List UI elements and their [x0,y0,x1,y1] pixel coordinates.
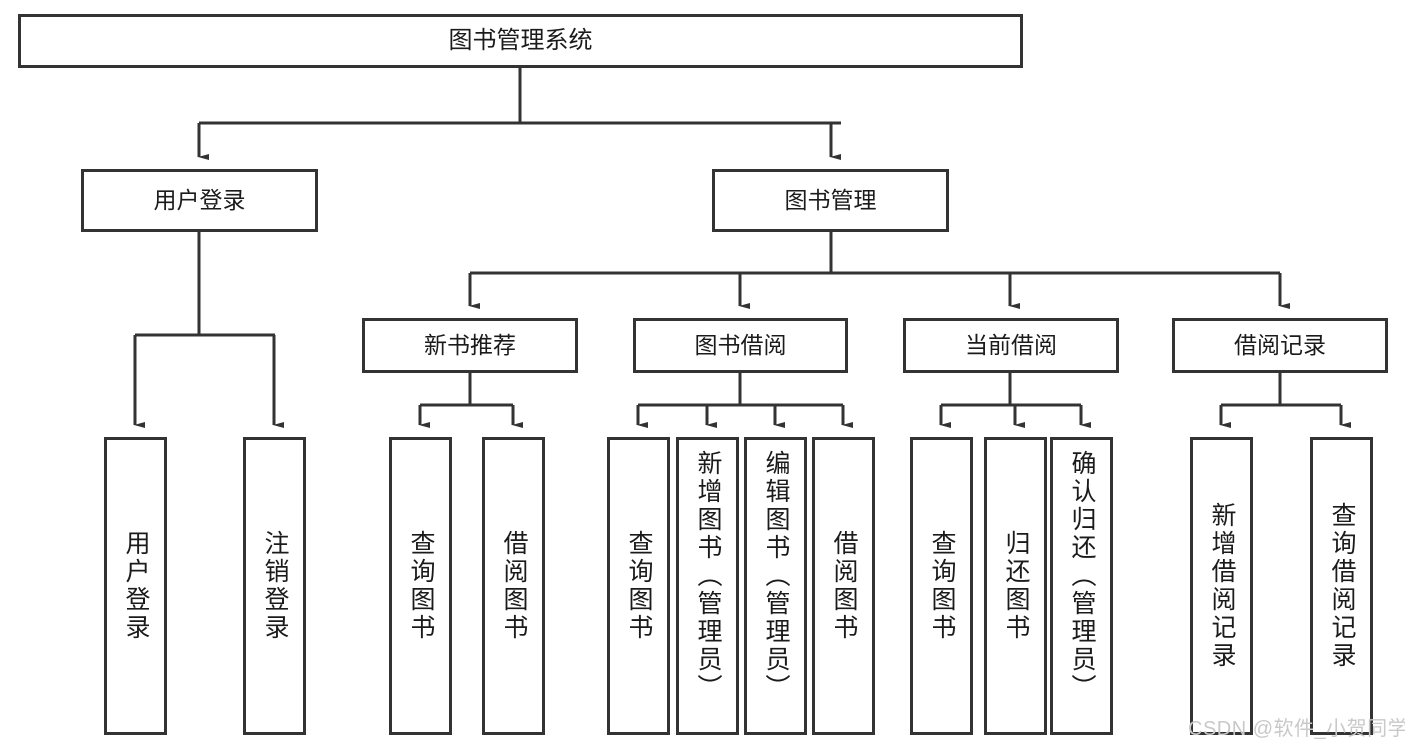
leaf-add-book-label: 新增图书（管理员） [694,450,722,702]
leaf-confirm-return[interactable]: 确认归还（管理员） [1050,437,1113,735]
leaf-user-logout-label: 注销登录 [261,530,289,642]
leaf-add-book[interactable]: 新增图书（管理员） [676,437,739,735]
leaf-add-record[interactable]: 新增借阅记录 [1190,437,1253,735]
leaf-query-record-label: 查询借阅记录 [1328,502,1356,670]
leaf-borrow-book-2[interactable]: 借阅图书 [812,437,875,735]
node-book-borrow[interactable]: 图书借阅 [633,318,848,373]
node-new-book-rec-label: 新书推荐 [424,331,516,358]
leaf-borrow-book-2-label: 借阅图书 [830,530,858,642]
leaf-query-book-1-label: 查询图书 [407,530,435,642]
leaf-borrow-book-1[interactable]: 借阅图书 [482,437,545,735]
node-root-label: 图书管理系统 [448,26,593,54]
leaf-query-record[interactable]: 查询借阅记录 [1310,437,1373,735]
leaf-return-book-label: 归还图书 [1002,530,1030,642]
node-current-borrow[interactable]: 当前借阅 [903,318,1119,373]
leaf-return-book[interactable]: 归还图书 [984,437,1047,735]
node-root[interactable]: 图书管理系统 [18,14,1023,68]
node-book-borrow-label: 图书借阅 [694,331,787,358]
leaf-query-book-3-label: 查询图书 [928,530,956,642]
node-borrow-record-label: 借阅记录 [1234,331,1326,358]
leaf-confirm-return-label: 确认归还（管理员） [1068,450,1096,702]
node-book-manage[interactable]: 图书管理 [712,169,949,232]
leaf-add-record-label: 新增借阅记录 [1208,502,1236,670]
leaf-user-login-label: 用户登录 [122,530,150,642]
leaf-query-book-2[interactable]: 查询图书 [607,437,670,735]
node-new-book-rec[interactable]: 新书推荐 [362,318,578,373]
leaf-user-logout[interactable]: 注销登录 [243,437,306,735]
leaf-edit-book[interactable]: 编辑图书（管理员） [744,437,807,735]
node-borrow-record[interactable]: 借阅记录 [1172,318,1388,373]
leaf-query-book-1[interactable]: 查询图书 [389,437,452,735]
node-current-borrow-label: 当前借阅 [965,331,1057,358]
node-user-login-label: 用户登录 [153,186,246,213]
leaf-user-login[interactable]: 用户登录 [104,437,167,735]
leaf-query-book-2-label: 查询图书 [625,530,653,642]
leaf-query-book-3[interactable]: 查询图书 [910,437,973,735]
leaf-borrow-book-1-label: 借阅图书 [500,530,528,642]
leaf-edit-book-label: 编辑图书（管理员） [762,450,790,702]
csdn-watermark: CSDN @软件_小贺同学 [1188,718,1405,740]
node-book-manage-label: 图书管理 [784,186,877,213]
node-user-login[interactable]: 用户登录 [81,169,318,232]
